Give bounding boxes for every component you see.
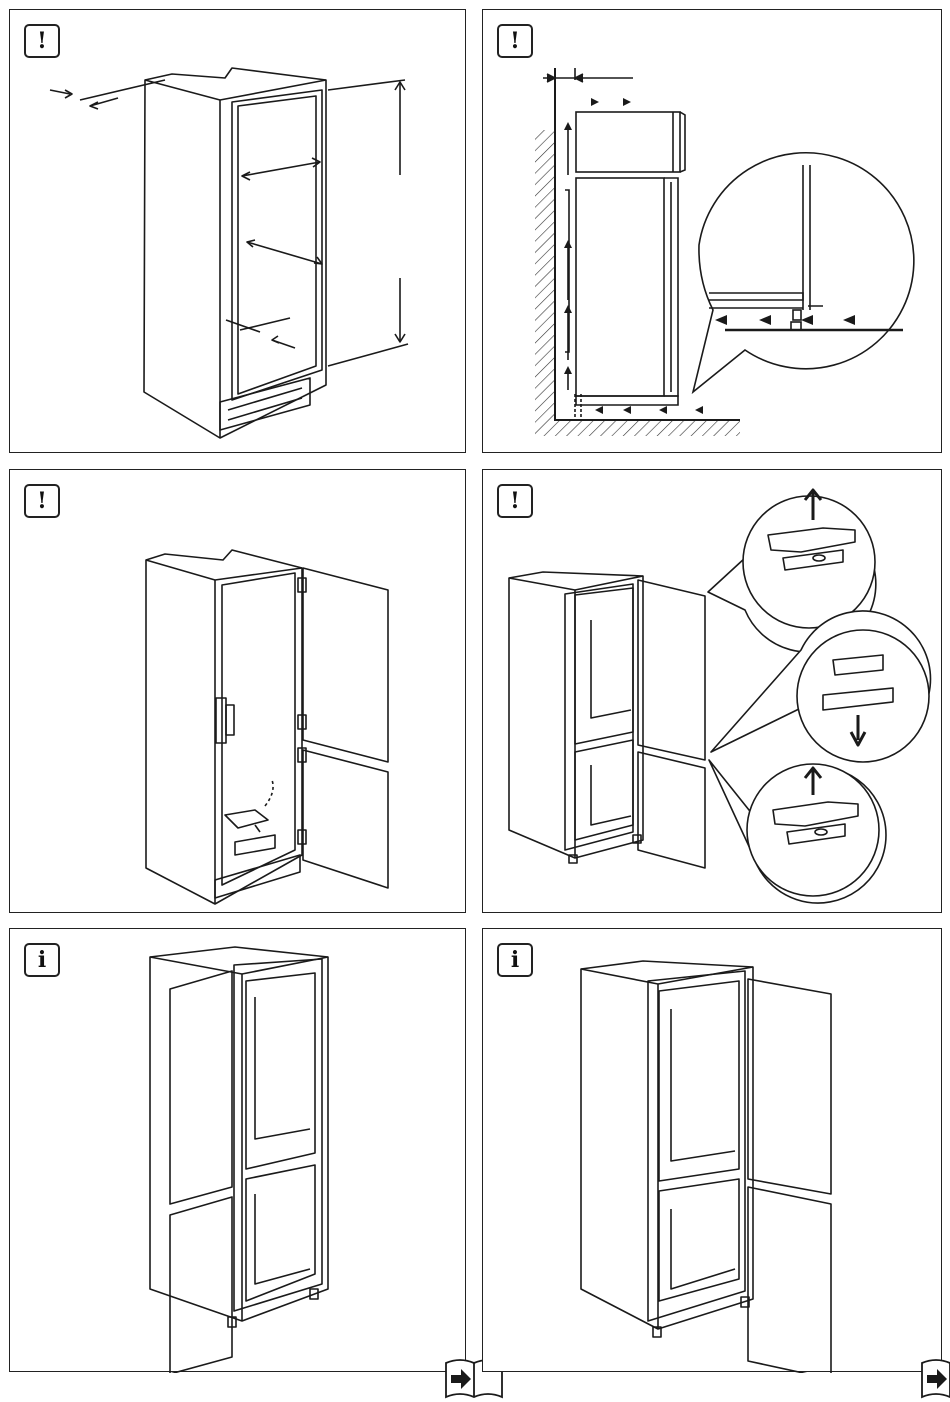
doors-open-left-figure: [10, 929, 467, 1373]
panel-hinge-details: !: [482, 469, 942, 913]
niche-dimensions-figure: [10, 10, 467, 454]
hinge-details-figure: [483, 470, 943, 914]
panel-doors-open-left: i: [9, 928, 466, 1372]
panel-niche-dimensions: !: [9, 9, 466, 453]
panel-ventilation-airflow: !: [482, 9, 942, 453]
hinge-detail-bottom: [709, 760, 886, 903]
ventilation-airflow-figure: [483, 10, 943, 454]
doors-open-right-figure: [483, 929, 943, 1373]
appliance-hinges-figure: [10, 470, 467, 914]
panel-doors-open-hinges: !: [9, 469, 466, 913]
panel-doors-open-right: i: [482, 928, 942, 1372]
hinge-detail-middle: [711, 611, 931, 762]
